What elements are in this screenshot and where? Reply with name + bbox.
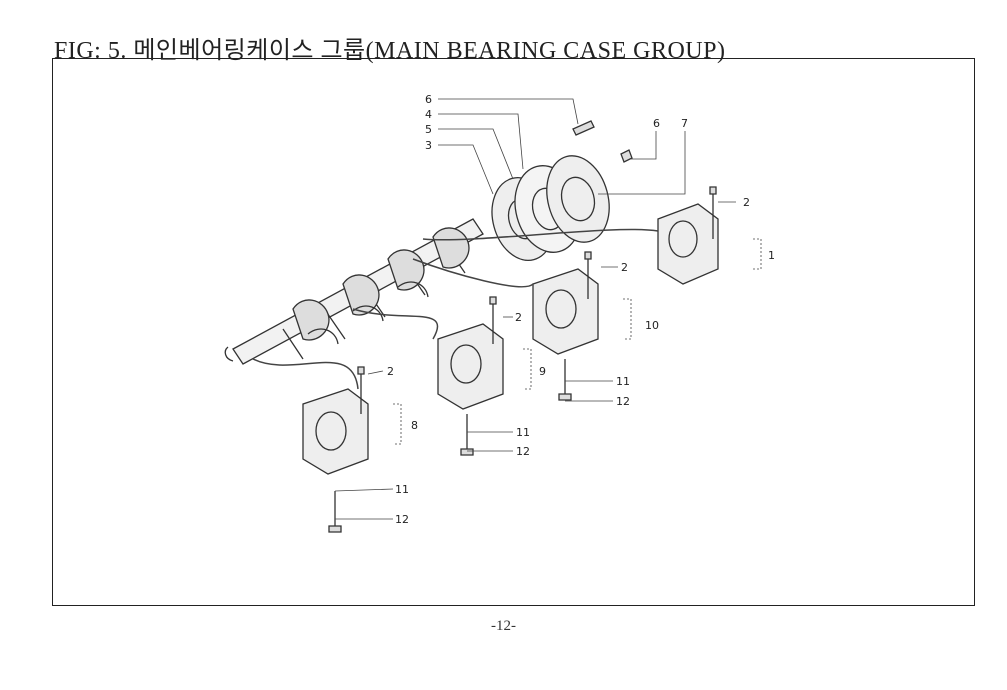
- callout-7: 7: [681, 117, 688, 130]
- callout-1: 1: [768, 249, 775, 262]
- bearing-case-1: [657, 203, 719, 285]
- callout-11c: 11: [395, 483, 409, 496]
- callout-2a: 2: [743, 196, 750, 209]
- callout-5: 5: [425, 123, 432, 136]
- bolt-6-right: [620, 149, 633, 163]
- callout-12b: 12: [516, 445, 530, 458]
- bearing-case-8: [302, 388, 369, 475]
- diagram-frame: 6 4 5 3 6 7 2 1 2 10 2 9 11 12 2 8 11 12…: [52, 58, 975, 606]
- end-plates: [491, 155, 610, 261]
- bearing-case-9: [437, 323, 504, 410]
- bolt-6-top: [572, 120, 595, 136]
- callout-4: 4: [425, 108, 432, 121]
- callout-9: 9: [539, 365, 546, 378]
- callout-3: 3: [425, 139, 432, 152]
- callout-8: 8: [411, 419, 418, 432]
- callout-10: 10: [645, 319, 659, 332]
- callout-6a: 6: [425, 93, 432, 106]
- callout-12a: 12: [616, 395, 630, 408]
- callout-11b: 11: [516, 426, 530, 439]
- bearing-case-10: [532, 268, 599, 355]
- callout-11a: 11: [616, 375, 630, 388]
- callout-2b: 2: [621, 261, 628, 274]
- callout-2d: 2: [387, 365, 394, 378]
- callout-2c: 2: [515, 311, 522, 324]
- callout-12c: 12: [395, 513, 409, 526]
- callout-6b: 6: [653, 117, 660, 130]
- figure-title: FIG: 5. 메인베어링케이스 그룹(MAIN BEARING CASE GR…: [54, 38, 726, 64]
- page-number: -12-: [491, 618, 516, 634]
- leader-lines: [252, 98, 736, 520]
- bracket-markers: [393, 238, 762, 445]
- bolts-2: [357, 186, 717, 414]
- exploded-parts-diagram: 6 4 5 3 6 7 2 1 2 10 2 9 11 12 2 8 11 12…: [224, 93, 775, 533]
